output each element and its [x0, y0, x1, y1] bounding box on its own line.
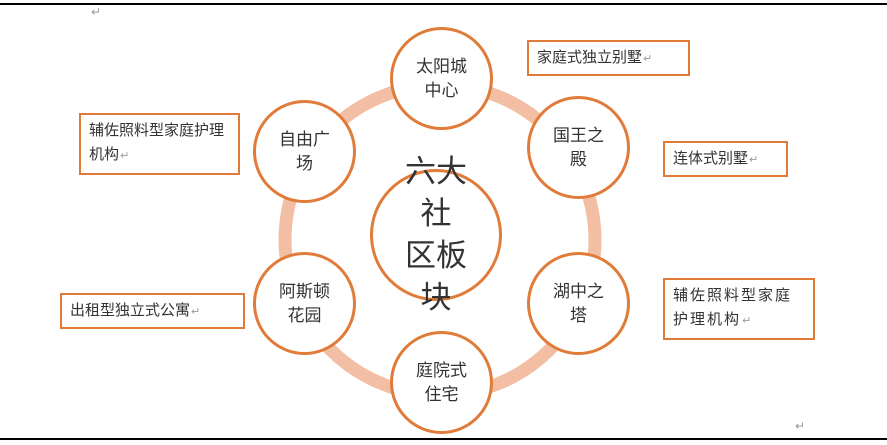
bottom-rule [0, 438, 887, 440]
note-box: 出租型独立式公寓↵ [60, 293, 245, 329]
paragraph-mark-icon: ↵ [643, 52, 653, 65]
node-freedom-square: 自由广 场 [253, 100, 356, 203]
node-sun-city-center: 太阳城 中心 [390, 27, 493, 130]
paragraph-mark-icon: ↵ [795, 419, 806, 433]
paragraph-mark-icon: ↵ [191, 305, 201, 318]
note-box: 家庭式独立别墅↵ [527, 40, 690, 76]
paragraph-mark-icon: ↵ [91, 5, 102, 19]
note-text: 出租型独立式公寓 [70, 301, 191, 319]
note-text: 连体式别墅 [673, 149, 749, 167]
top-rule [0, 3, 887, 5]
note-box: 连体式别墅↵ [663, 141, 788, 177]
note-box: 辅佐照料型家庭护理机构↵ [79, 113, 240, 175]
note-box: 辅佐照料型家庭护理机构↵ [663, 278, 815, 340]
node-aston-garden: 阿斯顿 花园 [253, 252, 356, 355]
note-text: 家庭式独立别墅 [537, 48, 643, 66]
paragraph-mark-icon: ↵ [742, 314, 754, 327]
node-courtyard-housing: 庭院式 住宅 [390, 331, 493, 434]
center-node: 六大社 区板块 [370, 154, 502, 316]
note-text: 辅佐照料型家庭护理机构 [89, 121, 225, 163]
node-lake-tower: 湖中之 塔 [527, 252, 630, 355]
node-kings-palace: 国王之 殿 [527, 96, 630, 199]
paragraph-mark-icon: ↵ [749, 153, 759, 166]
note-text: 辅佐照料型家庭护理机构 [673, 286, 793, 328]
paragraph-mark-icon: ↵ [120, 149, 130, 162]
